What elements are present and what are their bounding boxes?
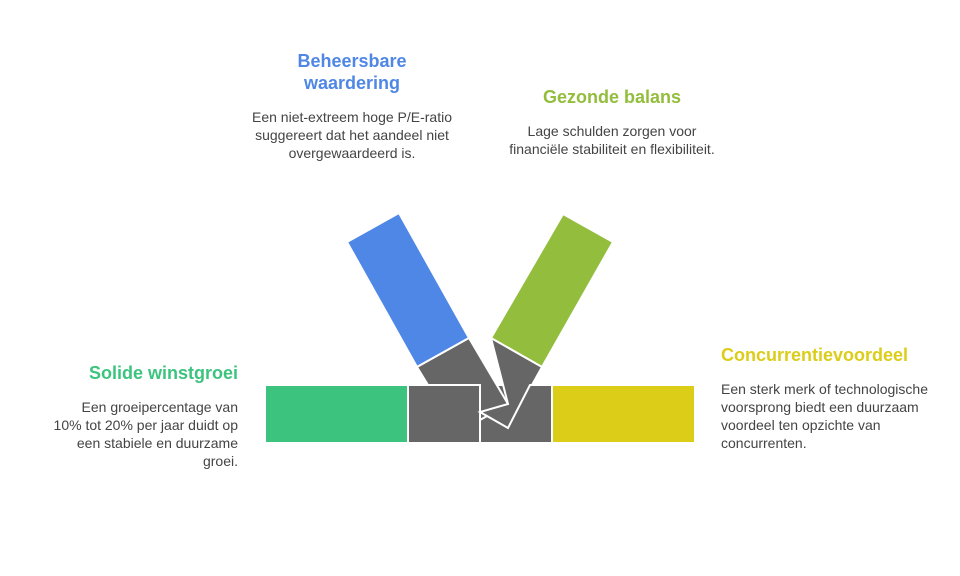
item-solide-winstgroei: Solide winstgroei Een groeipercentage va… — [50, 362, 238, 470]
gray-connector-lime — [477, 335, 544, 430]
item-description: Een niet-extreem hoge P/E-ratio suggeree… — [252, 109, 452, 161]
gray-connector-blue — [415, 336, 510, 422]
item-description: Een sterk merk of technologische voorspr… — [721, 381, 928, 451]
item-beheersbare-waardering: Beheersbare waardering Een niet-extreem … — [252, 50, 452, 162]
green-bar — [264, 384, 409, 444]
lime-bar — [489, 212, 615, 369]
yellow-bar — [551, 384, 696, 444]
item-title: Concurrentievoordeel — [721, 345, 909, 365]
item-gezonde-balans: Gezonde balans Lage schulden zorgen voor… — [500, 86, 724, 158]
item-description: Lage schulden zorgen voor financiële sta… — [509, 123, 715, 157]
item-title: Gezonde balans — [542, 87, 682, 107]
item-title: Solide winstgroei — [88, 363, 238, 383]
item-description: Een groeipercentage van 10% tot 20% per … — [53, 399, 238, 469]
item-concurrentievoordeel: Concurrentievoordeel Een sterk merk of t… — [721, 344, 953, 452]
item-title: Beheersbare waardering — [297, 51, 407, 93]
gray-block-left — [407, 384, 481, 444]
blue-bar — [345, 211, 471, 369]
